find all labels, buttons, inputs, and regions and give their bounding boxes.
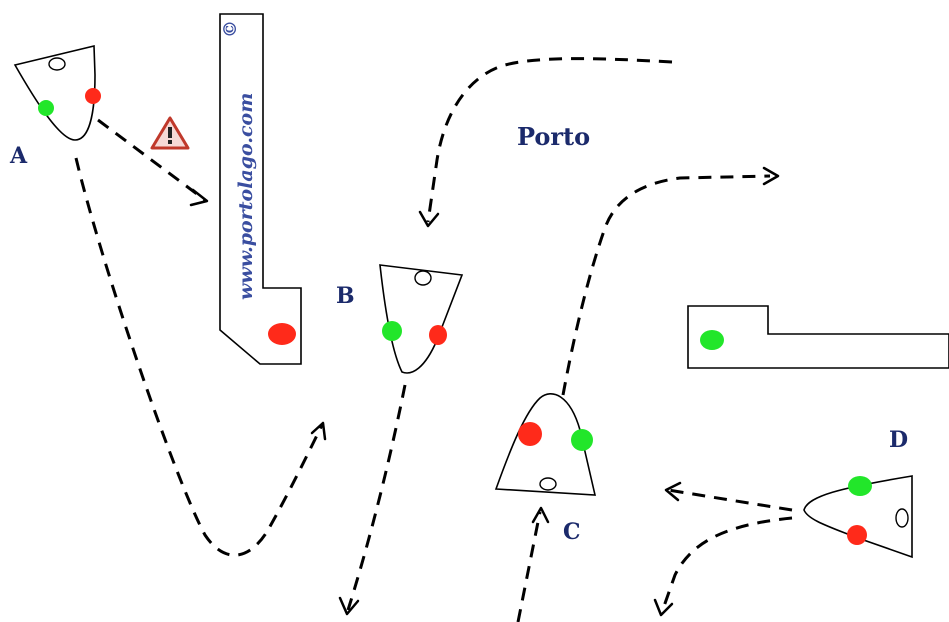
boat-c-green-light bbox=[571, 429, 593, 451]
boat-c-anchor bbox=[539, 477, 557, 491]
label-c: C bbox=[563, 519, 581, 545]
boat-d-green-light bbox=[848, 476, 872, 496]
arrowhead-a-pier bbox=[189, 188, 209, 207]
path-c-exit bbox=[561, 174, 771, 396]
label-a: A bbox=[9, 143, 28, 169]
pier-left-red-light bbox=[268, 323, 296, 345]
path-a-to-pier bbox=[97, 118, 206, 202]
boat-c bbox=[494, 393, 597, 496]
boat-b-anchor bbox=[414, 270, 432, 286]
label-b: B bbox=[336, 283, 355, 309]
boat-b-green-light bbox=[382, 321, 402, 341]
boat-a-red-light bbox=[85, 88, 101, 104]
path-d-left bbox=[667, 488, 793, 512]
arrowhead-d-left bbox=[664, 481, 682, 502]
arrowhead-entry-b bbox=[418, 210, 440, 228]
path-bottom-to-c bbox=[516, 511, 542, 622]
boat-b-red-light bbox=[429, 325, 447, 345]
boat-a-green-light bbox=[38, 100, 54, 116]
pier-left bbox=[219, 13, 302, 365]
arrowhead-a-u-turn bbox=[310, 421, 327, 441]
boat-b bbox=[379, 264, 464, 374]
pier-right bbox=[687, 305, 949, 369]
path-d-down bbox=[660, 516, 793, 613]
pier-right-green-light bbox=[700, 330, 724, 350]
path-b-down bbox=[346, 384, 407, 611]
copyright-symbol: © bbox=[220, 20, 241, 38]
path-a-u-turn bbox=[74, 157, 324, 557]
arrowhead-c-exit bbox=[762, 166, 780, 186]
boat-d-anchor bbox=[895, 508, 909, 528]
label-d: D bbox=[889, 427, 908, 453]
arrowhead-b-down bbox=[338, 596, 360, 616]
arrowhead-d-down bbox=[653, 598, 674, 617]
warning-icon bbox=[150, 116, 190, 150]
arrowhead-bottom-c bbox=[531, 506, 550, 524]
watermark-text: www.portolago.com bbox=[235, 93, 257, 300]
boat-c-red-light bbox=[518, 422, 542, 446]
boat-a-anchor bbox=[48, 57, 66, 71]
label-port: Porto bbox=[517, 122, 590, 151]
boat-d-red-light bbox=[847, 525, 867, 545]
